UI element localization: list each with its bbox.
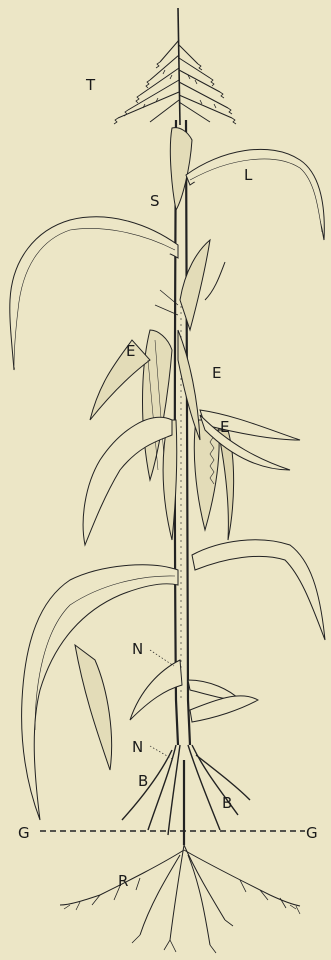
tassel — [114, 8, 236, 125]
label-brace-root-right: B — [222, 794, 232, 812]
leaf-node-sheath — [130, 660, 258, 722]
label-node-upper: N — [132, 640, 143, 658]
label-tassel: T — [85, 76, 96, 94]
upper-sheath — [170, 128, 192, 210]
label-node-lower: N — [132, 738, 143, 756]
leaf-lower-right — [192, 540, 325, 640]
label-ground-left: G — [18, 824, 30, 842]
label-leaf: L — [244, 166, 253, 184]
label-ear-left: E — [126, 342, 135, 360]
leaf-mid-left — [83, 417, 172, 545]
leaf-upper-right — [186, 149, 324, 240]
label-stalk: S — [150, 192, 160, 210]
label-ground-right: G — [306, 824, 318, 842]
stalk — [175, 120, 190, 745]
roots — [60, 845, 300, 953]
label-brace-root-left: B — [138, 772, 148, 790]
leaf-lower-ear-left — [75, 645, 112, 770]
label-ear-right-upper: E — [212, 364, 221, 382]
label-roots: R — [118, 872, 128, 890]
label-ear-right-lower: E — [220, 418, 229, 436]
